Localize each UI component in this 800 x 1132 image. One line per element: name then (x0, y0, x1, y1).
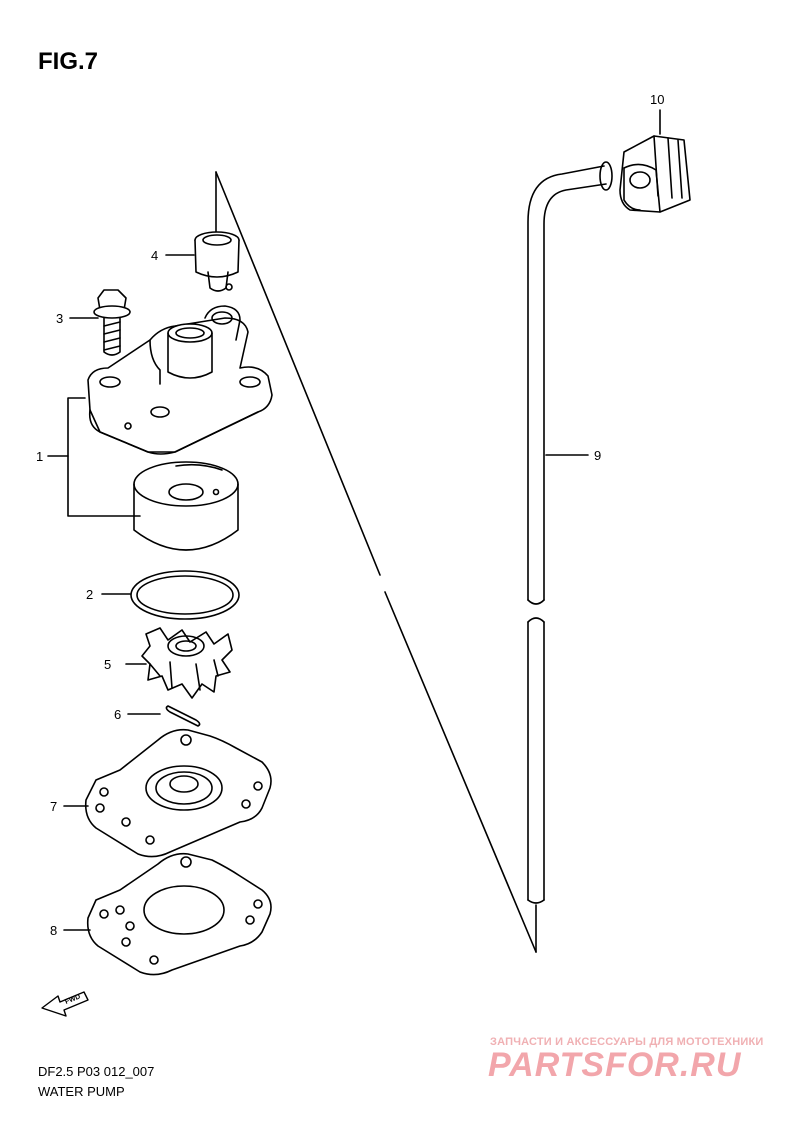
fwd-arrow-icon: FWD (41, 991, 89, 1017)
callout-2: 2 (86, 587, 93, 602)
part-3-bolt (93, 289, 131, 356)
assembly-guide-line (384, 591, 537, 953)
part-8-gasket (86, 852, 272, 976)
callout-8: 8 (50, 923, 57, 938)
part-7-plate (84, 728, 272, 858)
part-5-impeller (141, 627, 233, 699)
part-1-insert-cup (133, 461, 239, 551)
part-1-bracket (67, 397, 141, 517)
part-1-pump-case (87, 305, 273, 455)
figure-title: FIG.7 (38, 48, 99, 75)
callout-7: 7 (50, 799, 57, 814)
callout-10: 10 (650, 92, 664, 107)
part-2-o-ring (130, 570, 240, 620)
part-6-pin (165, 705, 201, 727)
callout-3: 3 (56, 311, 63, 326)
watermark-tagline: ЗАПЧАСТИ И АКСЕССУАРЫ ДЛЯ МОТОТЕХНИКИ (490, 1036, 764, 1048)
callout-6: 6 (114, 707, 121, 722)
part-4-sleeve (194, 231, 240, 292)
callout-5: 5 (104, 657, 111, 672)
part-9-water-tube (527, 161, 613, 904)
callout-9: 9 (594, 448, 601, 463)
assembly-guide-line (215, 171, 381, 576)
callout-1: 1 (36, 449, 43, 464)
watermark-logo: PARTSFOR.RU (488, 1046, 742, 1084)
callout-4: 4 (151, 248, 158, 263)
part-10-grommet (619, 135, 691, 213)
diagram-name: WATER PUMP (38, 1084, 125, 1099)
diagram-code: DF2.5 P03 012_007 (38, 1064, 155, 1079)
